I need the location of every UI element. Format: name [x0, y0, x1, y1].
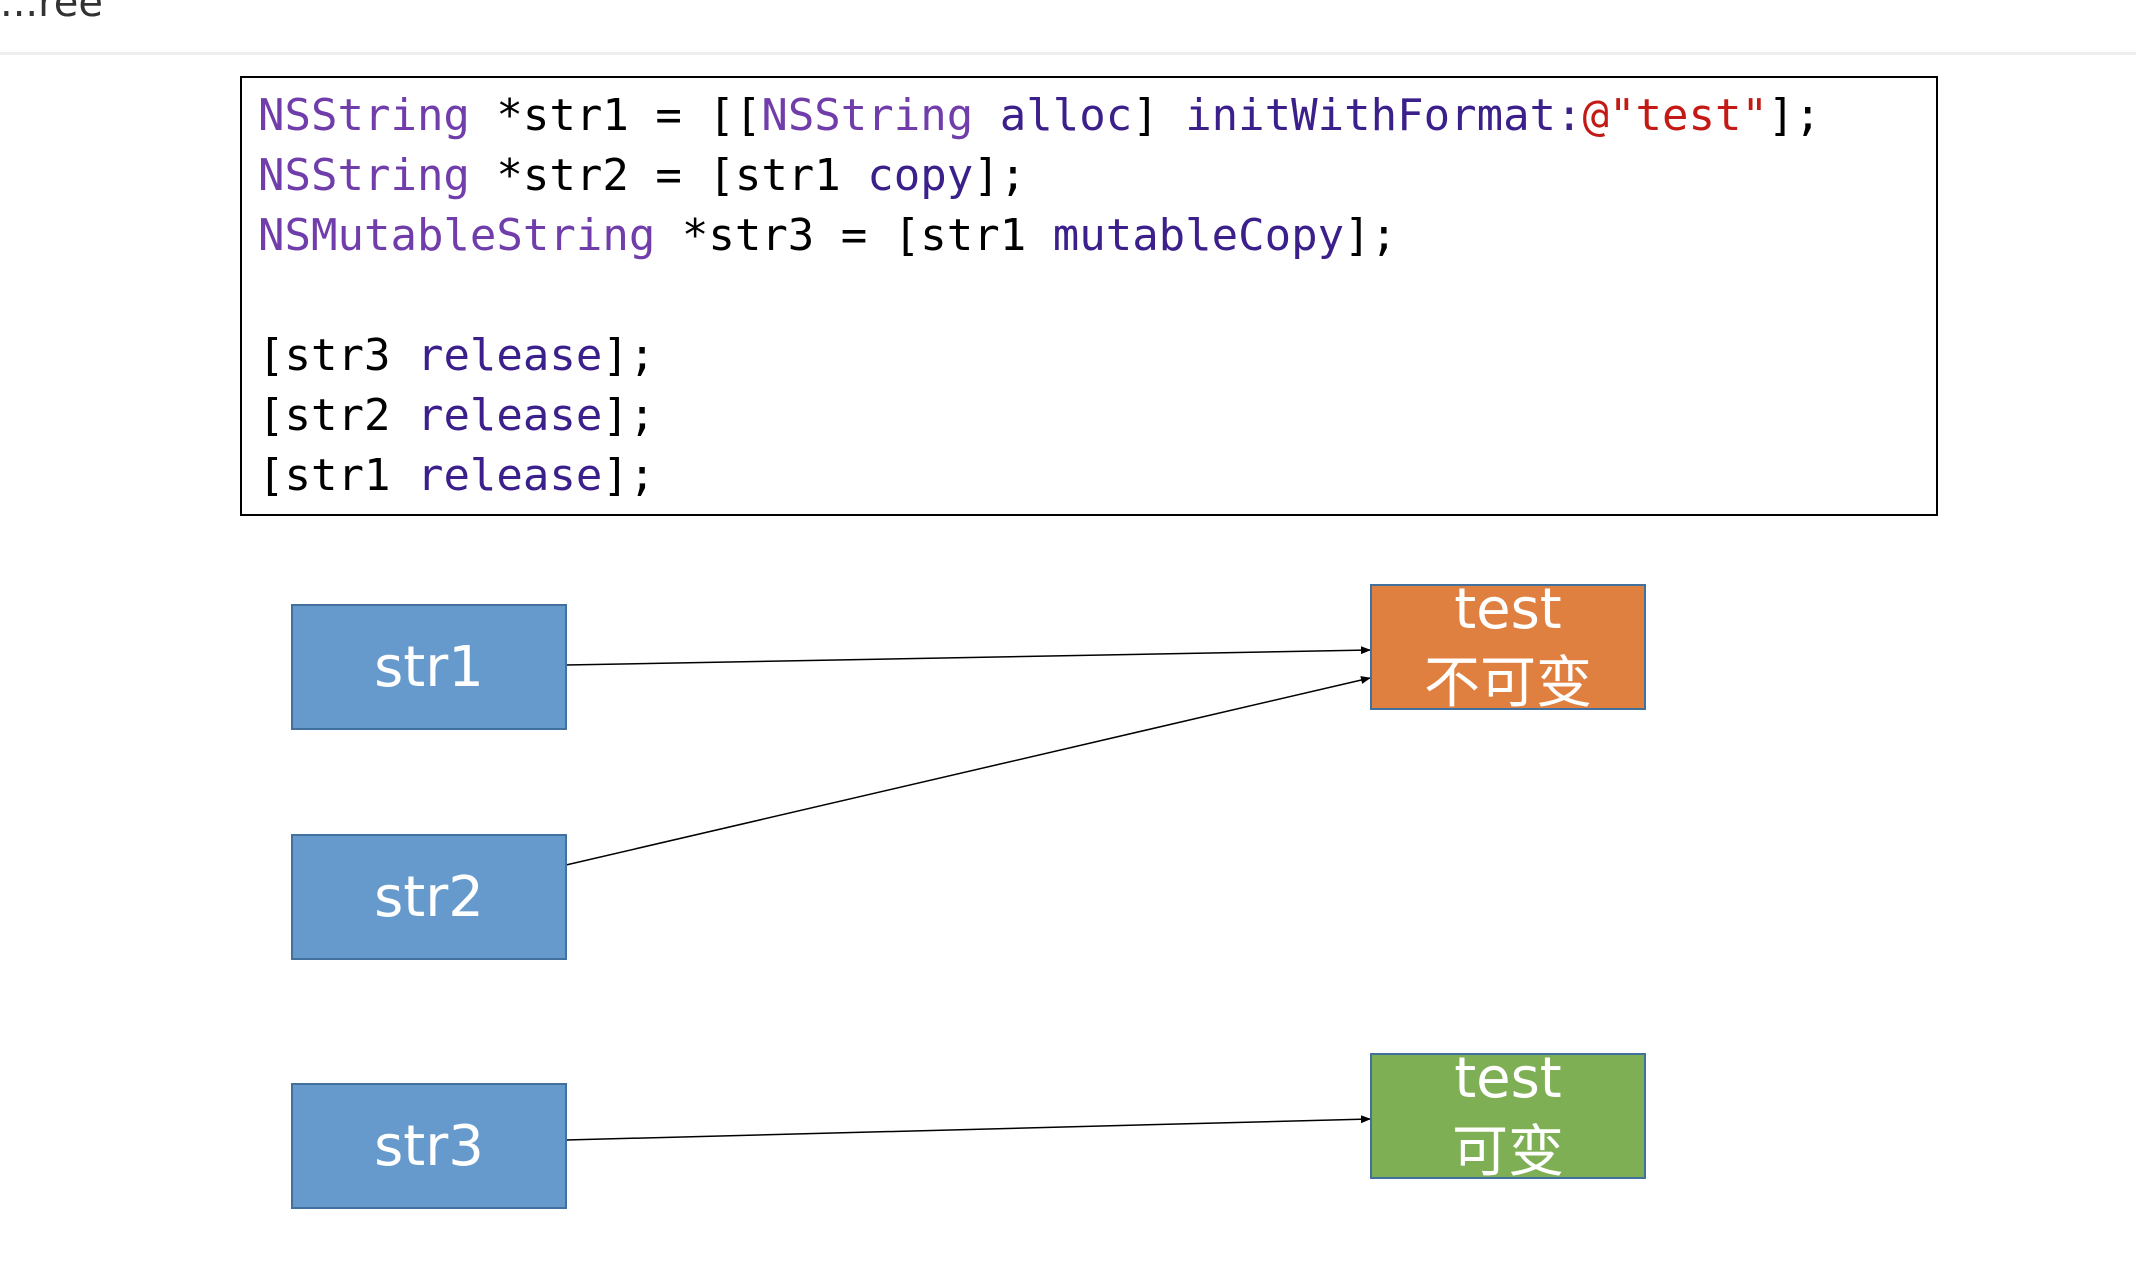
code-token: initWithFormat:	[1185, 90, 1583, 141]
code-token: NSMutableString	[258, 210, 656, 261]
code-token: ];	[973, 150, 1027, 201]
code-token: NSString	[258, 90, 470, 141]
code-token: alloc	[999, 90, 1133, 141]
code-token: ];	[602, 390, 656, 441]
code-token: ];	[602, 330, 656, 381]
code-line: [str2 release];	[258, 386, 1821, 446]
immutable-object-value: test	[1454, 584, 1562, 642]
pointer-label-str1: str1	[374, 634, 484, 700]
pointer-box-str2: str2	[291, 834, 567, 960]
code-token: ]	[1132, 90, 1186, 141]
code-line: [str3 release];	[258, 326, 1821, 386]
code-line: NSString *str2 = [str1 copy];	[258, 146, 1821, 206]
code-token: mutableCopy	[1052, 210, 1345, 261]
code-token: ];	[1344, 210, 1398, 261]
arrow-str1-to-immutable	[565, 646, 1371, 666]
code-line: NSMutableString *str3 = [str1 mutableCop…	[258, 206, 1821, 266]
code-token: NSString	[761, 90, 974, 141]
pointer-box-str3: str3	[291, 1083, 567, 1209]
code-token: release	[416, 330, 603, 381]
code-line: NSString *str1 = [[NSString alloc] initW…	[258, 86, 1821, 146]
mutable-object-kind: 可变	[1452, 1120, 1564, 1179]
code-token: ];	[1767, 90, 1821, 141]
pointer-box-str1: str1	[291, 604, 567, 730]
code-token: *str3 = [str1	[655, 210, 1053, 261]
code-token: *str1 = [[	[469, 90, 762, 141]
code-token: copy	[867, 150, 974, 201]
top-bar: ...ree	[0, 0, 2136, 55]
code-token: [str2	[258, 390, 417, 441]
pointer-label-str3: str3	[374, 1113, 484, 1179]
code-token: release	[416, 450, 603, 501]
arrow-str2-to-immutable	[565, 676, 1371, 866]
code-token: [str3	[258, 330, 417, 381]
code-token: [str1	[258, 450, 417, 501]
code-text: NSString *str1 = [[NSString alloc] initW…	[258, 86, 1821, 506]
code-token: NSString	[258, 150, 470, 201]
pointer-label-str2: str2	[374, 864, 484, 930]
code-line: [str1 release];	[258, 446, 1821, 506]
arrow-str3-to-mutable	[565, 1115, 1371, 1141]
immutable-object-kind: 不可变	[1424, 651, 1592, 710]
corner-text: ...ree	[0, 0, 103, 26]
mutable-object-value: test	[1454, 1053, 1562, 1111]
mutable-object-box: test 可变	[1370, 1053, 1646, 1179]
immutable-object-box: test 不可变	[1370, 584, 1646, 710]
code-token: *str2 = [str1	[469, 150, 868, 201]
code-token: release	[416, 390, 603, 441]
code-block: NSString *str1 = [[NSString alloc] initW…	[240, 76, 1938, 516]
code-token: @"test"	[1582, 90, 1768, 141]
code-token: ];	[602, 450, 656, 501]
